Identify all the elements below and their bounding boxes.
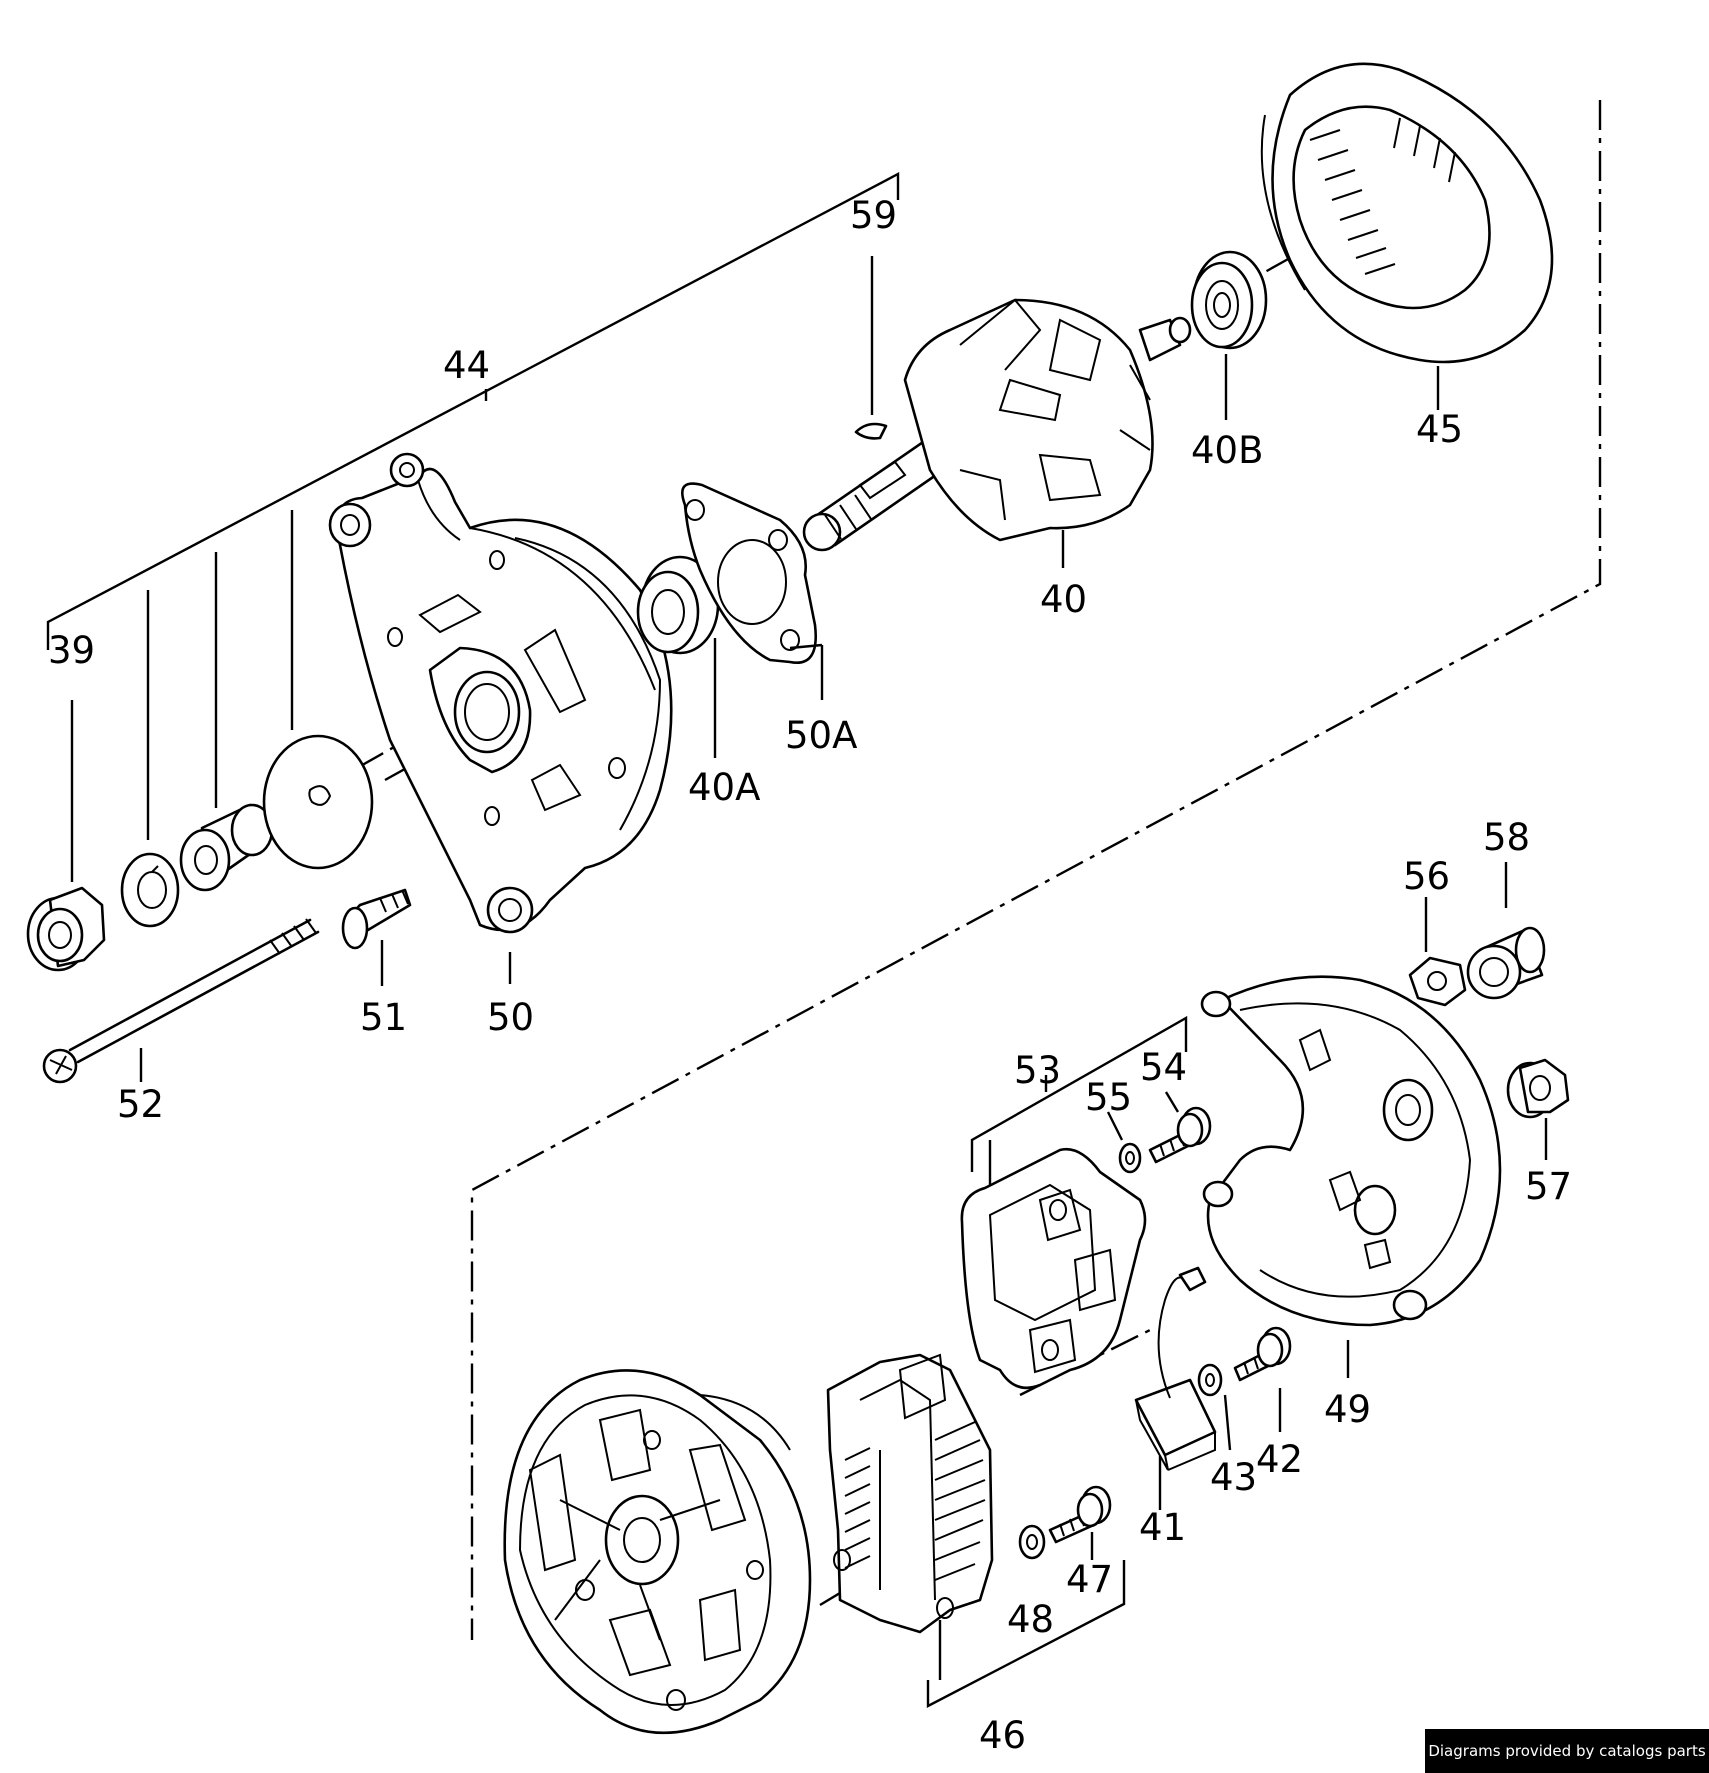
fan-disc (262, 734, 374, 870)
brush-holder-53 (960, 1147, 1147, 1390)
label-55: 55 (1085, 1076, 1132, 1119)
screw-51 (341, 888, 412, 986)
label-40b: 40B (1191, 429, 1263, 472)
washer-43 (1197, 1363, 1232, 1451)
woodruff-key-59 (854, 256, 888, 440)
stator-45 (1260, 62, 1554, 410)
screw-42 (1233, 1326, 1292, 1432)
drive-end-housing-50 (328, 452, 673, 984)
label-59: 59 (850, 194, 897, 237)
washer-48 (1018, 1524, 1046, 1560)
bushing-58 (1466, 862, 1546, 1000)
label-40: 40 (1040, 578, 1087, 621)
label-44: 44 (443, 344, 490, 387)
label-57: 57 (1525, 1165, 1572, 1208)
washer-55 (1106, 1111, 1142, 1174)
end-cover-49 (1200, 975, 1502, 1378)
retaining-plate-50a (681, 482, 824, 700)
label-54: 54 (1140, 1046, 1187, 1089)
flange-nut-57 (1506, 1058, 1570, 1160)
label-40a: 40A (688, 766, 760, 809)
flange-nut-39 (26, 700, 106, 972)
label-51: 51 (360, 996, 407, 1039)
label-53: 53 (1014, 1049, 1061, 1092)
rotor-40 (802, 298, 1192, 568)
bearing-40b (1190, 250, 1268, 420)
label-45: 45 (1416, 408, 1463, 451)
through-bolt-52 (42, 918, 320, 1084)
bracket-53 (970, 1015, 1188, 1190)
rectifier-46 (826, 1353, 994, 1634)
credit-banner: Diagrams provided by catalogs parts (1425, 1729, 1709, 1773)
label-48: 48 (1007, 1598, 1054, 1641)
screw-54 (1148, 1091, 1212, 1164)
slip-ring-end-housing (503, 1369, 812, 1735)
screw-47 (1048, 1485, 1112, 1560)
label-58: 58 (1483, 816, 1530, 859)
hex-nut-56 (1408, 897, 1467, 1007)
bracket-44 (46, 172, 900, 840)
label-43: 43 (1210, 1456, 1257, 1499)
brush-41 (1134, 1266, 1217, 1510)
label-50a: 50A (785, 714, 857, 757)
label-46: 46 (979, 1714, 1026, 1757)
label-49: 49 (1324, 1388, 1371, 1431)
label-47: 47 (1066, 1558, 1113, 1601)
label-50: 50 (487, 996, 534, 1039)
spacer-sleeve (179, 803, 274, 892)
label-42: 42 (1256, 1438, 1303, 1481)
label-39: 39 (48, 629, 95, 672)
label-41: 41 (1139, 1506, 1186, 1549)
label-56: 56 (1403, 855, 1450, 898)
bracket-46 (926, 1560, 1126, 1708)
label-52: 52 (117, 1083, 164, 1126)
lock-washer (120, 852, 180, 928)
